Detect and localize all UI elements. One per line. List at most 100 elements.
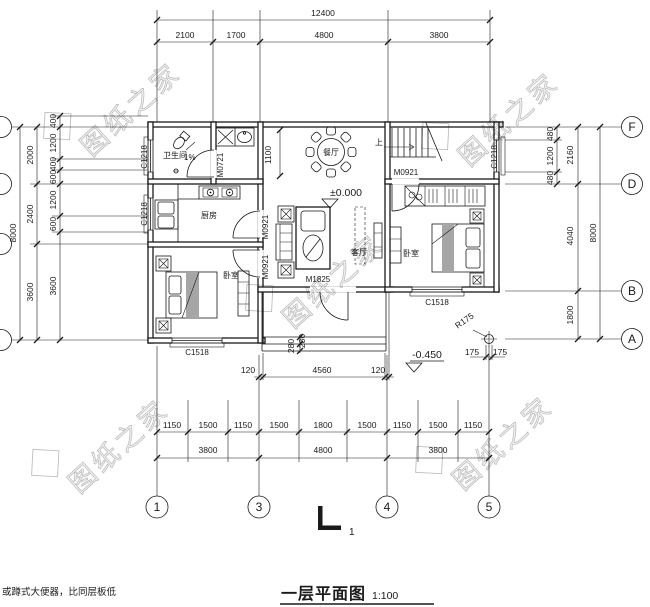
dim-left-inner-1: 1200	[48, 133, 58, 152]
window-tag-c1218: C1218	[140, 202, 149, 226]
window-tag-c1518: C1518	[185, 348, 209, 357]
dim-left-mid-0: 2000	[25, 145, 35, 164]
dim-right-mid-1: 4040	[565, 226, 575, 245]
section-mark-number: 1	[349, 527, 355, 538]
tv-stand-icon	[373, 222, 383, 259]
dim-left-inner-0: 400	[48, 114, 58, 128]
dim-bottom-inner-0: 1150	[163, 420, 182, 430]
toilet-icon	[173, 130, 191, 150]
room-label-kitchen: 厨房	[201, 210, 217, 220]
dim-left-inner-4: 1200	[48, 190, 58, 209]
window-tag-c1218: C1218	[140, 145, 149, 169]
dim-right-mid-2: 1800	[565, 305, 575, 324]
drawing-scale: 1:100	[372, 590, 398, 602]
porch-steps	[261, 292, 497, 352]
dim-left-total: 8000	[8, 223, 18, 242]
grid-bubble-d: D	[628, 177, 637, 191]
dresser-icon	[389, 226, 402, 264]
dim-column-radius: R175	[453, 310, 476, 330]
window-tag-c1518: C1518	[425, 298, 449, 307]
dim-right-inner-2: 480	[545, 171, 555, 185]
room-label-dining: 餐厅	[323, 148, 339, 157]
door-tag-m0921: M0921	[394, 168, 419, 177]
watermark: 图纸之家	[421, 66, 566, 172]
armchair-icon	[277, 205, 295, 223]
svg-text:图纸之家: 图纸之家	[63, 394, 175, 499]
grid-bubbles: 1 3 4 5 F D B A	[0, 116, 643, 519]
title-block: 一层平面图 1:100 或蹲式大便器，比同层板低	[2, 585, 434, 605]
grid-bubble-5: 5	[486, 500, 493, 514]
elevation-porch: -0.450	[412, 349, 442, 361]
dim-left-mid-2: 3600	[25, 282, 35, 301]
nightstand-icon	[155, 317, 172, 334]
grid-bubble-f: F	[628, 120, 635, 134]
dim-bottom-inner-3: 1500	[270, 420, 289, 430]
dim-bottom-inner-4: 1800	[314, 420, 333, 430]
room-label-bathroom: 卫生间	[163, 150, 187, 160]
bed-icon	[431, 223, 485, 273]
footnote: 或蹲式大便器，比同层板低	[2, 586, 117, 598]
section-mark: 1	[318, 506, 355, 538]
dim-bottom-outer-2: 3800	[429, 445, 448, 455]
kitchen-fixtures	[154, 184, 241, 242]
door-tag-m0721: M0721	[216, 152, 225, 177]
dim-bottom-inner-5: 1500	[358, 420, 377, 430]
grid-bubble-3: 3	[256, 500, 263, 514]
elevation-floor: ±0.000	[330, 187, 362, 199]
dim-bottom-inner-1: 1500	[199, 420, 218, 430]
dim-bottom-inner-7: 1500	[429, 420, 448, 430]
stairs	[384, 122, 443, 162]
svg-text:图纸之家: 图纸之家	[447, 391, 559, 496]
kitchen-sink-icon	[154, 199, 179, 230]
slope-label: 1%	[184, 153, 196, 162]
svg-text:图纸之家: 图纸之家	[277, 229, 389, 334]
watermark: 图纸之家	[245, 228, 390, 334]
dim-left-inner-2: 400	[48, 157, 58, 171]
dim-right-inner-0: 480	[545, 127, 555, 141]
door-tag-m1825: M1825	[306, 275, 331, 284]
svg-text:图纸之家: 图纸之家	[75, 57, 187, 162]
window-tag-c1218: C1218	[490, 145, 499, 169]
dim-porch-offset-left: 120	[241, 365, 255, 375]
stove-icon	[198, 185, 241, 200]
room-label-bedroom-left: 卧室	[223, 270, 239, 280]
dim-right-total: 8000	[588, 223, 598, 242]
grid-bubble-4: 4	[384, 500, 391, 514]
dim-bottom-outer-1: 4800	[314, 445, 333, 455]
armchair-icon	[277, 261, 295, 279]
grid-bubble-1: 1	[154, 500, 161, 514]
shower-icon	[217, 128, 236, 146]
watermarks: 图纸之家 图纸之家 图纸之家 图纸之家 图纸之家	[31, 56, 566, 499]
dim-bottom-inner-6: 1150	[393, 420, 412, 430]
coffee-table-icon	[295, 206, 331, 270]
dim-column-left: 175	[465, 347, 479, 357]
dim-porch-offset-right: 120	[371, 365, 385, 375]
dim-top-2: 4800	[315, 30, 334, 40]
dining-table-icon	[305, 126, 357, 178]
door-tag-m0921: M0921	[261, 214, 270, 239]
grid-bubble-b: B	[628, 284, 636, 298]
plan-labels: 卫生间 1% 厨房 餐厅 客厅 卧室 卧室 上 C1218 C1218 C121…	[140, 138, 499, 361]
doors	[186, 149, 420, 321]
living-room-furniture	[275, 205, 383, 279]
bedroom-left-furniture	[155, 255, 250, 334]
dim-left-inner-6: 3600	[48, 276, 58, 295]
room-label-bedroom-right: 卧室	[403, 248, 419, 258]
washbasin-icon	[237, 131, 252, 143]
dim-left-mid-1: 2400	[25, 204, 35, 223]
windows	[143, 136, 506, 348]
elevation-symbols	[321, 198, 444, 373]
drawing-title: 一层平面图	[281, 585, 366, 603]
nightstand-icon	[469, 272, 485, 288]
nightstand-icon	[155, 255, 172, 272]
bathroom-fixtures	[173, 127, 255, 174]
watermark: 图纸之家	[31, 393, 176, 499]
cabinet-dashed	[354, 206, 366, 265]
dim-left-inner-5: 600	[48, 217, 58, 231]
dim-right-mid-0: 2160	[565, 145, 575, 164]
bedroom-right-furniture	[389, 185, 486, 288]
dim-left-inner-3: 600	[48, 170, 58, 184]
grid-bubble-a: A	[628, 332, 636, 346]
